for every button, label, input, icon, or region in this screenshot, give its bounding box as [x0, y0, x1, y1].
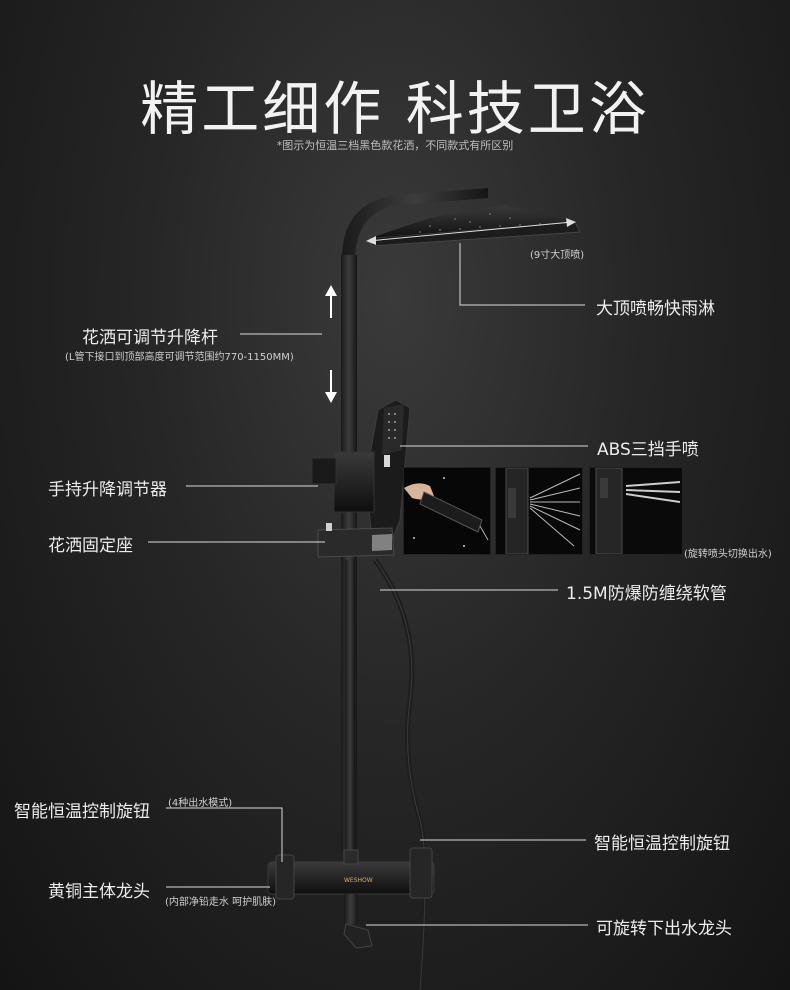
rain-head-label: 大顶喷畅快雨淋 — [596, 299, 715, 319]
lift-rod-note: (L管下接口到顶部高度可调节范围约770-1150MM) — [65, 352, 294, 363]
slider-bracket — [333, 451, 375, 513]
left-knob — [275, 854, 295, 900]
detail-photo-hand — [403, 467, 491, 555]
handheld-adjuster-label: 手持升降调节器 — [48, 480, 167, 500]
brass-body-label: 黄铜主体龙头 — [48, 882, 150, 902]
brand-mark: WESHOW — [344, 877, 373, 884]
shower-arm — [342, 188, 488, 262]
page-subtitle: *图示为恒温三档黑色款花洒，不同款式有所区别 — [276, 139, 514, 152]
smart-knob-right-label: 智能恒温控制旋钮 — [594, 834, 730, 854]
spray-mode-image — [496, 468, 582, 554]
spray-jet-image — [590, 468, 682, 554]
smart-knob-left-note: (4种出水模式) — [168, 798, 233, 809]
hand-holding-shower-image — [404, 468, 490, 554]
hose-label: 1.5M防爆防缠绕软管 — [566, 584, 727, 604]
lift-rod-label: 花洒可调节升降杆 — [82, 328, 218, 348]
lower-spout — [344, 894, 358, 924]
smart-knob-left-label: 智能恒温控制旋钮 — [14, 802, 150, 822]
detail-photo-spray-1 — [495, 467, 583, 555]
right-knob — [409, 847, 433, 899]
holder-seat-label: 花洒固定座 — [48, 536, 133, 556]
brass-body-note: (内部净铅走水 呵护肌肤) — [165, 897, 276, 908]
handheld-rotate-note: (旋转喷头切换出水) — [684, 549, 772, 560]
abs-handheld-label: ABS三挡手喷 — [597, 440, 699, 460]
page-title: 精工细作 科技卫浴 — [140, 75, 650, 143]
rotating-spout-label: 可旋转下出水龙头 — [596, 919, 732, 939]
rain-head-size-note: (9寸大顶喷) — [530, 250, 585, 261]
detail-photo-spray-2 — [589, 467, 683, 555]
